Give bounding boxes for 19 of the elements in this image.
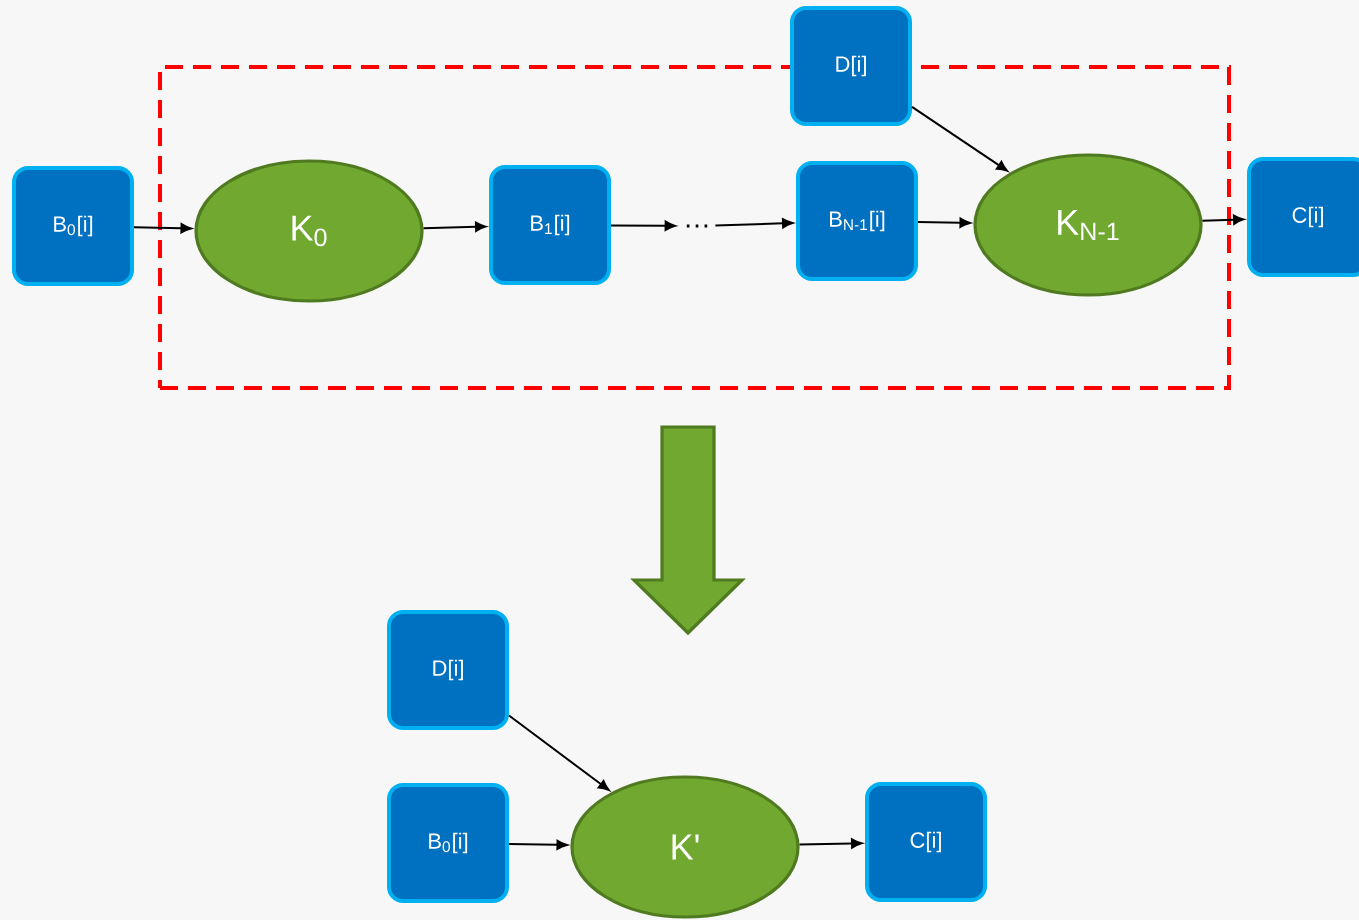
- ellipsis-text: …: [686, 224, 708, 228]
- process-box: D[i]: [387, 610, 509, 730]
- arrow: [798, 838, 863, 849]
- arrow: [1201, 214, 1245, 225]
- process-box: B$_{N-1}$[i]: [796, 161, 918, 281]
- arrow: [133, 223, 192, 234]
- process-box: B$_{0}$[i]: [12, 166, 134, 286]
- process-box: B$_{0}$[i]: [387, 783, 509, 903]
- process-box: C[i]: [1247, 157, 1359, 277]
- arrow: [610, 220, 676, 231]
- arrow: [422, 221, 487, 232]
- arrow: [714, 218, 794, 229]
- arrow: [508, 714, 610, 791]
- process-box: C[i]: [865, 782, 987, 902]
- process-box: D[i]: [790, 6, 912, 126]
- arrow: [508, 839, 568, 850]
- arrow: [911, 105, 1008, 172]
- arrow: [917, 217, 971, 228]
- process-box: B$_{1}$[i]: [489, 165, 611, 285]
